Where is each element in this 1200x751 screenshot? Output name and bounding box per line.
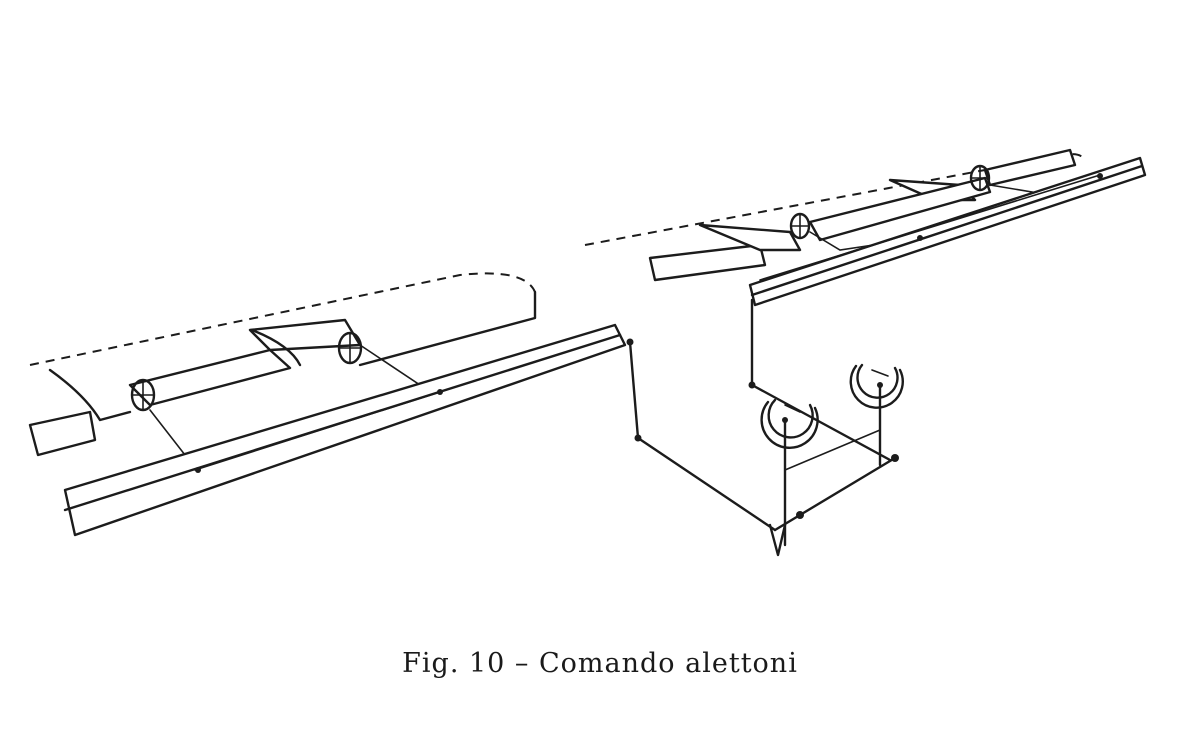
left-control-rod <box>194 391 441 471</box>
right-spar-edge <box>750 164 1144 297</box>
torque-tube <box>773 456 897 532</box>
right-wing-tip-segment <box>983 148 1077 187</box>
figure-caption: Fig. 10 – Comando alettoni <box>402 648 798 679</box>
handwheel-left <box>760 398 819 449</box>
right-pulley-2 <box>969 164 991 192</box>
left-wing-dashed-outline <box>29 272 536 366</box>
left-drop-rod <box>628 340 777 532</box>
right-pulley-1 <box>789 212 811 240</box>
right-wing <box>584 148 1147 307</box>
right-wing-segment <box>808 176 992 242</box>
left-wing <box>28 272 627 537</box>
left-wing-spar <box>63 323 627 537</box>
left-pulley-1 <box>130 378 156 412</box>
left-wing-trailing-edge <box>358 290 537 367</box>
right-aileron-1 <box>698 223 802 252</box>
left-aileron-2-curve <box>250 328 302 367</box>
right-wing-bar-front <box>648 243 767 282</box>
handwheel-right <box>849 363 904 409</box>
left-pulley-2 <box>337 331 363 365</box>
right-control-rod <box>759 174 1101 281</box>
left-aileron-1-curve <box>48 368 132 422</box>
left-wing-stub <box>28 410 97 457</box>
right-drop-rod <box>750 298 892 462</box>
column-link-rod <box>784 429 881 471</box>
bottom-pivot <box>768 523 787 557</box>
